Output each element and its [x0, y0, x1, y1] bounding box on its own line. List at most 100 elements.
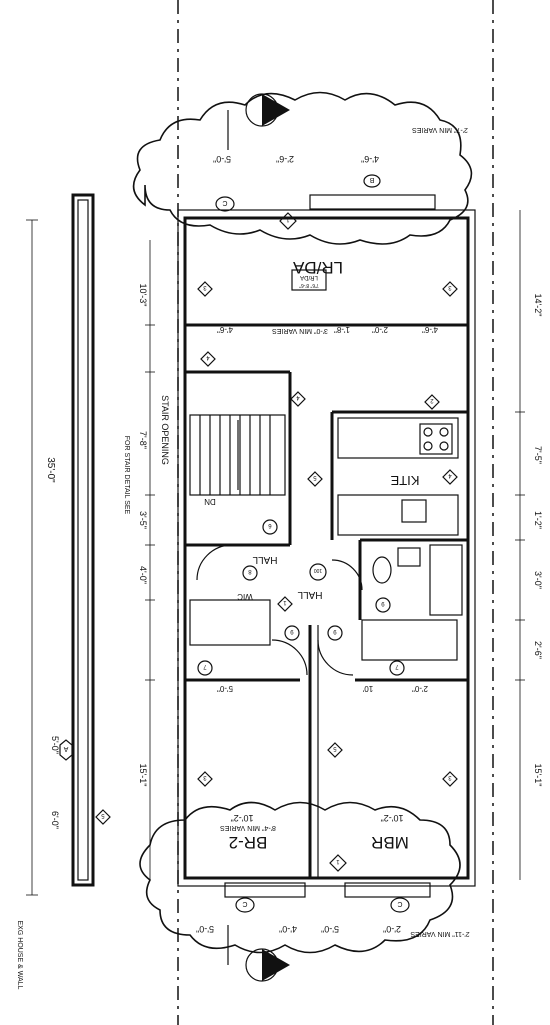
tag-c-top: C — [215, 196, 235, 212]
svg-text:7: 7 — [395, 663, 399, 669]
room-label-lrda: LR/DA — [292, 258, 343, 277]
tag-4-kitchen: 4 — [442, 469, 458, 485]
burner-icon — [423, 427, 433, 437]
dims-note-lrda: 3'-0" MIN VARIES — [272, 327, 328, 334]
closet-mbr — [361, 619, 458, 661]
svg-text:1: 1 — [283, 599, 287, 605]
stair-opening-note: STAIR OPENING — [160, 395, 170, 465]
tag-6: 6 — [262, 519, 278, 535]
svg-text:5: 5 — [101, 812, 105, 818]
dim-bot-c: 5'-0" — [321, 924, 339, 934]
dim-left-b: 6'-0" — [50, 811, 60, 829]
dim-small-b: 10' — [362, 684, 373, 693]
tag-3-bottom-right: 3 — [442, 771, 458, 787]
burner-icon — [423, 441, 433, 451]
dim-bot-b: 4'-0" — [279, 924, 297, 934]
svg-text:1: 1 — [286, 216, 290, 222]
dim-right-c: 1'-2" — [533, 511, 543, 529]
tag-9-right: 9 — [327, 625, 343, 641]
dim-bot-a: 5'-0" — [196, 924, 214, 934]
dim-mid-c: 2'-0" — [372, 325, 388, 334]
sink — [401, 499, 427, 523]
svg-text:9: 9 — [333, 628, 337, 634]
svg-text:9: 9 — [290, 628, 294, 634]
tag-5-existing: 5 — [95, 809, 111, 825]
dim-right-d: 3'-0" — [533, 571, 543, 589]
tag-100: 100 — [309, 563, 327, 581]
svg-text:5: 5 — [333, 745, 337, 751]
kitchen-counter-lower — [337, 494, 459, 536]
lrda-tag-label: LR/DA — [300, 274, 318, 280]
door-swing-bath — [331, 559, 363, 591]
svg-text:100: 100 — [314, 567, 323, 573]
svg-text:3: 3 — [448, 774, 452, 780]
tag-7-br2: 7 — [197, 660, 213, 676]
tag-3-left: 3 — [197, 281, 213, 297]
tag-5-bedroom: 5 — [327, 742, 343, 758]
dim-mid-b: 1'-8" — [334, 325, 350, 334]
dim-left-e: 3'-5" — [138, 511, 148, 529]
burner-icon — [439, 441, 449, 451]
tag-7-mbr: 7 — [389, 660, 405, 676]
dim-small-c: 5'-0" — [217, 684, 233, 693]
tag-9-bath: 9 — [375, 597, 391, 613]
lrda-tag-size: 7'6" 8'-6" — [299, 282, 319, 288]
stair-detail-note: FOR STAIR DETAIL SEE — [123, 436, 130, 515]
dims-note-top: 2'-7" MIN VARIES — [412, 126, 468, 133]
stair-down-label: DN — [204, 497, 216, 506]
range — [419, 423, 453, 455]
door-swing-mbr — [317, 639, 354, 676]
closet-wic — [189, 599, 271, 646]
dim-left-a: 5'-0" — [50, 736, 60, 754]
dim-right-e: 2'-6" — [533, 641, 543, 659]
svg-text:3: 3 — [448, 284, 452, 290]
window-bottom-left — [224, 882, 306, 898]
svg-text:9: 9 — [381, 600, 385, 606]
dims-note-bottom: 2'-11" MIN VARIES — [410, 930, 470, 937]
svg-text:3: 3 — [203, 284, 207, 290]
kitchen-counter — [337, 417, 459, 459]
dim-right-b: 7'-5" — [533, 446, 543, 464]
svg-text:A: A — [63, 745, 68, 752]
section-marker-bottom — [227, 925, 290, 982]
svg-text:6: 6 — [268, 522, 272, 528]
tag-b-top: B — [363, 174, 381, 188]
dim-top-c: 4'-6" — [361, 154, 379, 164]
window-top — [309, 194, 436, 210]
svg-text:C: C — [397, 900, 402, 907]
exterior-wall-outer — [177, 209, 476, 887]
dim-left-f: 4'-0" — [138, 566, 148, 584]
dim-top-b: 2'-6" — [276, 154, 294, 164]
cloud-revision-tag-bottom: 1 — [329, 854, 347, 872]
lrda-tag-box — [291, 269, 327, 291]
dim-left-c: 7'-8" — [138, 431, 148, 449]
existing-house-wall — [71, 193, 95, 887]
svg-text:1: 1 — [336, 858, 340, 864]
tag-9-left: 9 — [284, 625, 300, 641]
dim-left-d: 10'-3" — [138, 284, 148, 307]
dim-right-a: 14'-2" — [533, 294, 543, 317]
room-label-hall-upper: HALL — [252, 554, 277, 565]
dim-right-f: 15'-1" — [533, 764, 543, 787]
tag-c-bottom-left: C — [235, 897, 255, 913]
tag-a-hex: A — [59, 739, 73, 761]
cloud-revision-tag-top: 1 — [279, 212, 297, 230]
toilet — [372, 556, 392, 584]
door-swing-hall — [196, 544, 233, 581]
svg-text:C: C — [222, 199, 227, 206]
svg-text:B: B — [369, 176, 374, 183]
dim-br2-width: 10'-2" — [231, 813, 254, 823]
tag-8: 8 — [242, 565, 258, 581]
bathtub — [429, 544, 463, 616]
svg-text:C: C — [242, 900, 247, 907]
tag-3-right: 3 — [442, 281, 458, 297]
tag-1: 1 — [277, 596, 293, 612]
exterior-wall — [183, 216, 470, 880]
svg-text:8: 8 — [248, 568, 252, 574]
svg-text:4: 4 — [206, 354, 210, 360]
existing-house-wall-inner — [77, 199, 89, 881]
dims-note-br2: 8'-4" MIN VARIES — [220, 824, 276, 831]
svg-text:4: 4 — [448, 472, 452, 478]
tag-4-right: 4 — [290, 391, 306, 407]
